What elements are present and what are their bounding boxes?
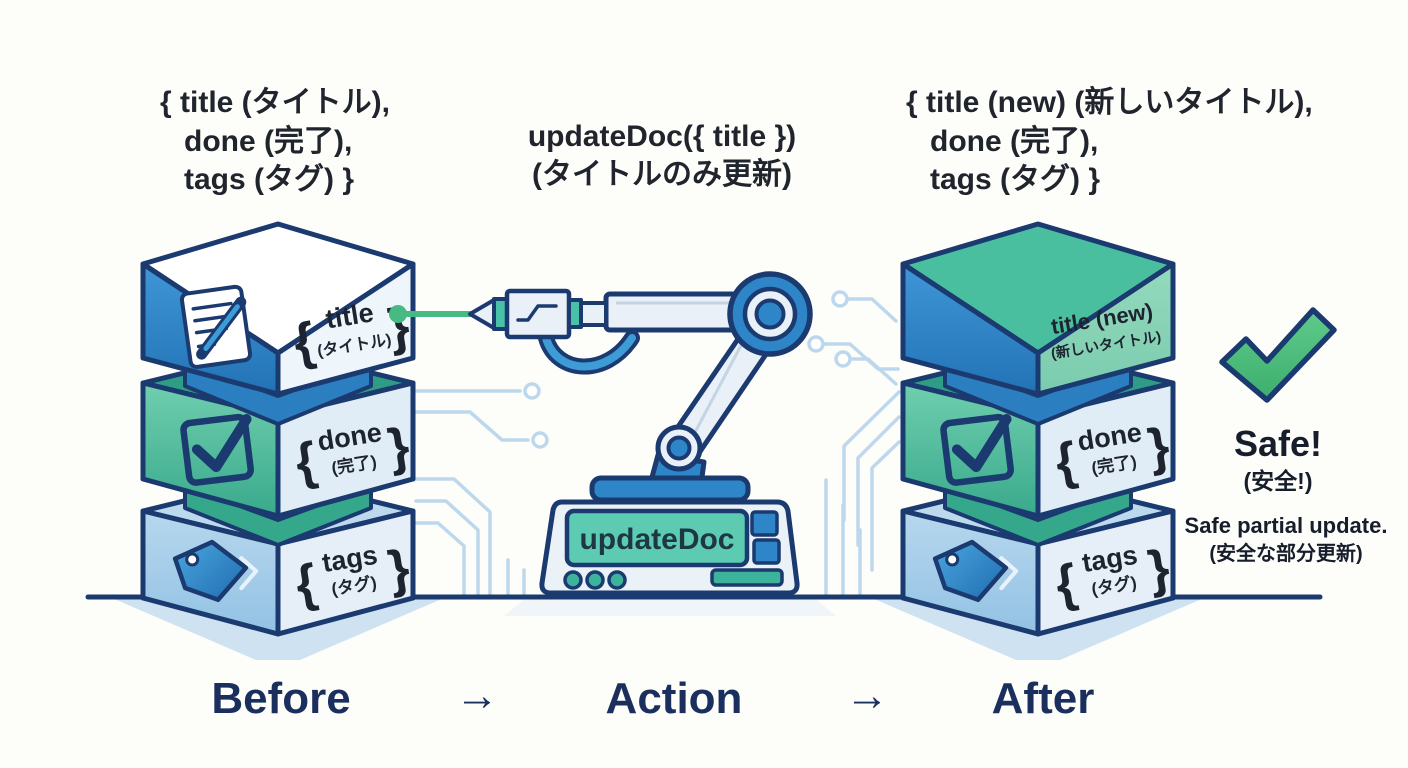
arm-shoulder-joint — [727, 271, 813, 357]
top-annotations: { title (タイトル), done (完了), tags (タグ) } u… — [160, 86, 1313, 196]
flow-labels: Before → Action → After — [211, 671, 1094, 723]
checkbox-icon — [180, 413, 254, 486]
arm-elbow-joint — [655, 424, 703, 472]
arrow-right-icon: → — [455, 671, 499, 720]
console-indicator[interactable] — [563, 570, 583, 590]
verdict-title: Safe! — [1234, 423, 1322, 464]
after-title-cube: title (new) (新しいタイトル) — [900, 221, 1176, 397]
machine-shadow — [504, 596, 836, 616]
before-title-cube: { title (タイトル) } — [140, 221, 416, 397]
connector-dot — [389, 305, 407, 323]
connector-block — [183, 484, 373, 547]
action-annotation: updateDoc({ title }) (タイトルのみ更新) — [528, 120, 796, 191]
flow-label-action: Action — [606, 674, 743, 723]
arrow-right-icon: → — [845, 671, 889, 720]
verdict-subtitle: Safe partial update. — [1185, 513, 1388, 538]
title-field-connector — [389, 305, 473, 323]
verdict-subtitle-jp: (安全な部分更新) — [1209, 541, 1362, 565]
doc-line: tags (タグ) } — [930, 163, 1100, 196]
tag-icon — [932, 539, 1019, 603]
tool-head — [468, 288, 608, 340]
console-indicator[interactable] — [585, 570, 605, 590]
flow-label-before: Before — [211, 674, 350, 723]
field-name: title — [324, 297, 376, 334]
note-pencil-icon — [179, 284, 253, 369]
doc-line: done (完了), — [184, 124, 352, 158]
connector-block — [943, 484, 1133, 547]
flow-label-after: After — [992, 674, 1095, 723]
arm-upper-beam — [603, 291, 749, 333]
doc-line: tags (タグ) } — [184, 163, 354, 196]
machine-pedestal — [589, 475, 751, 503]
console-button[interactable] — [752, 538, 781, 565]
robot-arm: updateDoc — [468, 271, 813, 596]
checkmark-icon — [1219, 307, 1337, 403]
tag-icon — [172, 539, 259, 603]
verdict-title-jp: (安全!) — [1244, 468, 1313, 494]
after-state-annotation: { title (new) (新しいタイトル), done (完了), tags… — [906, 86, 1313, 196]
before-stack: { tags (タグ) } { done (完了) } — [140, 221, 416, 637]
console-indicator[interactable] — [607, 570, 627, 590]
circuit-traces — [402, 290, 901, 598]
console-slot — [710, 568, 784, 587]
action-code: updateDoc({ title }) — [528, 120, 796, 153]
action-code-jp: (タイトルのみ更新) — [532, 158, 792, 191]
doc-line: done (完了), — [930, 124, 1098, 158]
verdict: Safe! (安全!) Safe partial update. (安全な部分更… — [1185, 307, 1388, 565]
after-stack: { tags (タグ) } { done (完了) } — [900, 221, 1176, 637]
before-state-annotation: { title (タイトル), done (完了), tags (タグ) } — [160, 86, 390, 196]
checkbox-icon — [940, 413, 1014, 486]
console-button[interactable] — [750, 510, 779, 537]
machine-screen — [564, 508, 750, 568]
doc-line: { title (タイトル), — [160, 86, 390, 119]
doc-line: { title (new) (新しいタイトル), — [906, 86, 1313, 119]
machine-screen-label: updateDoc — [579, 523, 734, 556]
